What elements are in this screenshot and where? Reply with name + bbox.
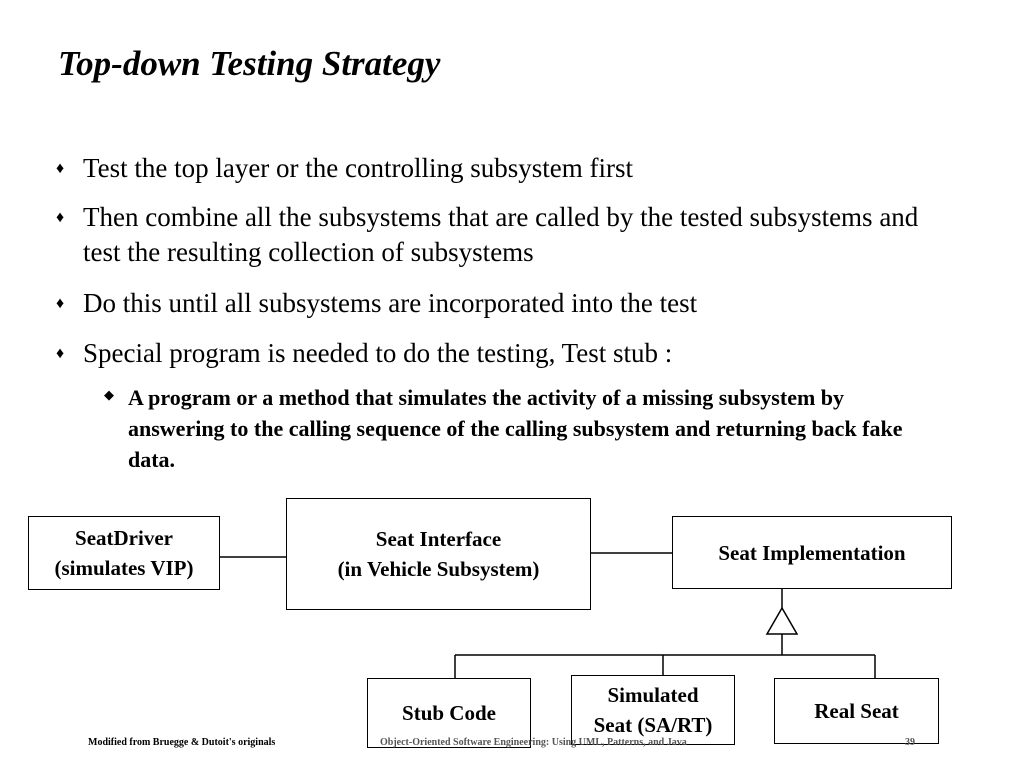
simulated-seat-box: Simulated Seat (SA/RT) (571, 675, 735, 745)
sub-bullet-item: ◆ A program or a method that simulates t… (104, 382, 904, 475)
bullet-item: ♦ Special program is needed to do the te… (56, 336, 956, 371)
stub-code-box: Stub Code (367, 678, 531, 748)
seat-driver-note: (simulates VIP) (54, 556, 194, 580)
seat-implementation-box: Seat Implementation (672, 516, 952, 589)
simulated-seat-note: Seat (SA/RT) (593, 713, 713, 737)
diamond-bullet-icon: ♦ (56, 345, 65, 362)
diamond-sub-bullet-icon: ◆ (104, 387, 114, 402)
bullet-text: Test the top layer or the controlling su… (83, 153, 634, 183)
seat-driver-box: SeatDriver (simulates VIP) (28, 516, 220, 590)
bullet-item: ♦ Do this until all subsystems are incor… (56, 286, 956, 321)
footer-book-title: Object-Oriented Software Engineering: Us… (380, 737, 687, 748)
diamond-bullet-icon: ♦ (56, 209, 65, 226)
diamond-bullet-icon: ♦ (56, 160, 65, 177)
simulated-seat-label: Simulated (607, 683, 699, 707)
slide-title: Top-down Testing Strategy (58, 44, 441, 83)
seat-interface-note: (in Vehicle Subsystem) (337, 557, 540, 581)
bullet-text: Special program is needed to do the test… (83, 338, 673, 368)
bullet-text: Then combine all the subsystems that are… (83, 202, 919, 267)
diamond-bullet-icon: ♦ (56, 295, 65, 312)
real-seat-box: Real Seat (774, 678, 939, 744)
bullet-text: Do this until all subsystems are incorpo… (83, 288, 698, 318)
seat-interface-label: Seat Interface (375, 527, 502, 551)
seat-implementation-label: Seat Implementation (718, 540, 906, 565)
seat-interface-box: Seat Interface (in Vehicle Subsystem) (286, 498, 591, 610)
bullet-item: ♦ Then combine all the subsystems that a… (56, 200, 956, 270)
stub-code-label: Stub Code (402, 701, 496, 725)
sub-bullet-text: A program or a method that simulates the… (128, 385, 903, 472)
seat-driver-label: SeatDriver (75, 526, 173, 550)
real-seat-label: Real Seat (814, 699, 899, 723)
footer-page-number: 39 (905, 737, 915, 748)
inheritance-triangle-icon (765, 606, 799, 635)
bullet-item: ♦ Test the top layer or the controlling … (56, 151, 956, 186)
footer-credit: Modified from Bruegge & Dutoit's origina… (88, 737, 276, 748)
